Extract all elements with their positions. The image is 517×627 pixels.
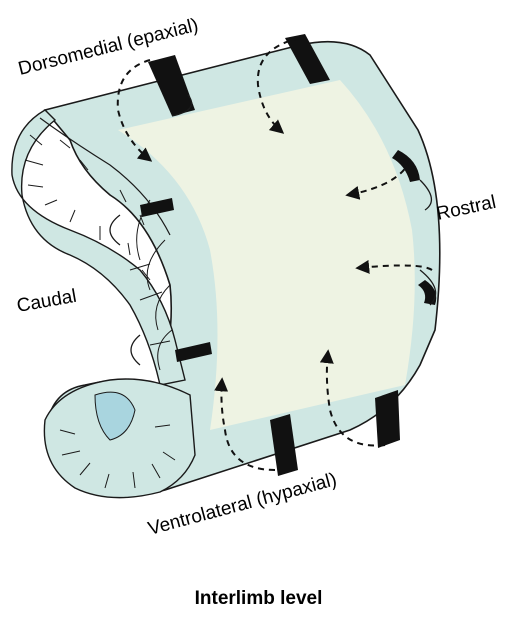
figure-caption: Interlimb level — [0, 588, 517, 610]
label-caudal: Caudal — [15, 286, 78, 317]
bottom-end-cap — [44, 379, 195, 498]
label-rostral: Rostral — [435, 192, 498, 225]
